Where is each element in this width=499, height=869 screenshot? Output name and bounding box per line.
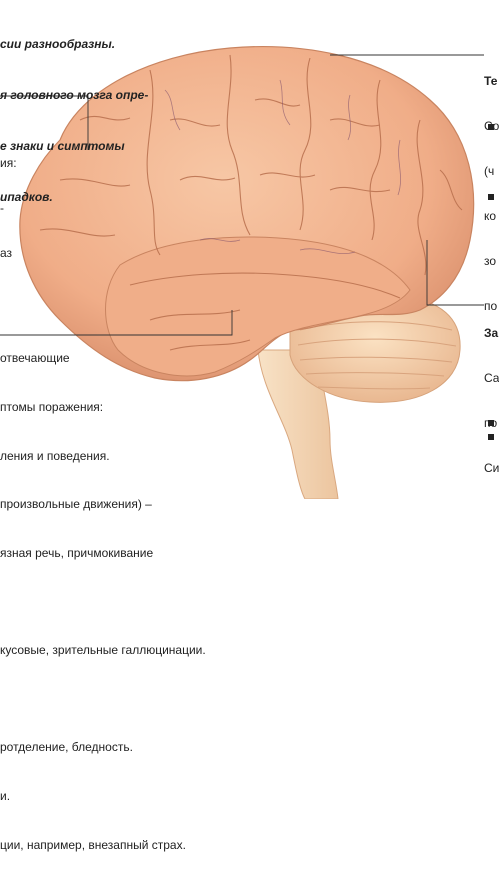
right-upper-annotation: Те Со (ч ко зо по <box>484 44 499 329</box>
bottom-line: ления и поведения. <box>0 448 110 463</box>
intro-line: ипадков. <box>0 190 53 204</box>
right-upper-heading: Те <box>484 74 498 88</box>
bottom-line: язная речь, причмокивание <box>0 545 154 560</box>
bullet-icon <box>488 420 494 426</box>
brain-illustration <box>0 46 484 499</box>
left-line: аз <box>0 246 13 260</box>
bottom-line: отвечающие <box>0 351 70 366</box>
right-upper-line: по <box>484 299 498 313</box>
right-upper-line: зо <box>484 254 497 268</box>
bottom-line: и. <box>0 788 11 803</box>
left-line: ия: <box>0 156 17 170</box>
bullet-icon <box>488 124 494 130</box>
right-lower-line: Си <box>484 461 499 475</box>
intro-line: я головного мозга опре- <box>0 88 149 102</box>
bottom-line <box>0 691 430 707</box>
intro-text: сии разнообразны. я головного мозга опре… <box>0 2 170 223</box>
bullet-icon <box>488 194 494 200</box>
intro-line: е знаки и симптомы <box>0 139 125 153</box>
bullet-icon <box>488 434 494 440</box>
right-upper-line: (ч <box>484 164 495 178</box>
intro-line: сии разнообразны. <box>0 37 116 51</box>
left-annotation: ия: - аз <box>0 126 17 276</box>
bottom-line: ции, например, внезапный страх. <box>0 837 186 852</box>
bottom-line: кусовые, зрительные галлюцинации. <box>0 643 206 658</box>
bottom-line <box>0 593 430 609</box>
leader-lines <box>0 54 484 336</box>
right-lower-line: Са <box>484 371 499 385</box>
bottom-line: ротделение, бледность. <box>0 740 133 755</box>
right-upper-line: ко <box>484 209 497 223</box>
bottom-annotation: отвечающие птомы поражения: ления и пове… <box>0 318 430 869</box>
bottom-line: птомы поражения: <box>0 400 104 415</box>
right-lower-annotation: За Са по Си <box>484 296 499 491</box>
left-line: - <box>0 201 4 215</box>
right-lower-heading: За <box>484 326 499 340</box>
